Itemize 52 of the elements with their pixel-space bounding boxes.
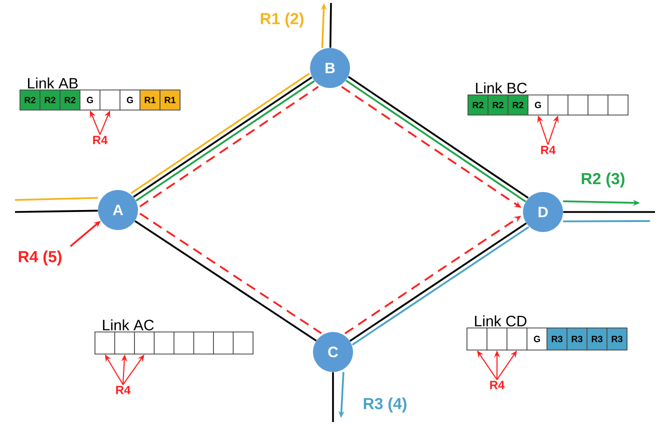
slot-cell: G xyxy=(526,328,548,350)
node-label: Link AB xyxy=(28,78,78,88)
node-label: Link CD xyxy=(475,315,526,326)
link-line xyxy=(139,212,322,334)
link-line xyxy=(332,372,334,422)
slot-cell xyxy=(100,90,120,110)
slot-cell: R2 xyxy=(468,94,488,116)
slot-cell xyxy=(213,332,234,354)
flow-label: R3 (4) xyxy=(364,398,406,412)
flow-label: R4 (5) xyxy=(18,250,62,266)
reservation-label: R4 xyxy=(93,136,108,144)
flow-label: R1 (2) xyxy=(260,12,304,28)
node-label: Link AC xyxy=(103,319,154,330)
slot-cell xyxy=(134,332,155,354)
slot-cell: R3 xyxy=(546,328,568,350)
slot-cell xyxy=(608,94,628,116)
slot-cell xyxy=(568,94,588,116)
slot-cell xyxy=(154,332,174,354)
slot-cell: G xyxy=(120,90,140,110)
slot-cell: R3 xyxy=(586,328,608,350)
slot-cell xyxy=(174,332,194,354)
slot-cell: R2 xyxy=(40,90,60,110)
link-line xyxy=(563,220,650,222)
link-line xyxy=(14,210,98,213)
slot-cell: R1 xyxy=(140,90,160,110)
slot-cell xyxy=(548,94,568,116)
slot-cell xyxy=(232,332,254,354)
reservation-label: R4 xyxy=(541,146,556,154)
slot-cell: G xyxy=(80,90,100,110)
reservation-label: R4 xyxy=(116,386,131,394)
slot-cell: R2 xyxy=(20,90,40,110)
node-label: Link BC xyxy=(476,82,527,94)
reservation-label: R4 xyxy=(490,380,505,390)
slot-cell: R2 xyxy=(488,94,508,116)
slot-cell xyxy=(588,94,608,116)
slot-cell: R2 xyxy=(60,90,80,110)
slot-cell: R3 xyxy=(606,328,628,350)
slot-cell: G xyxy=(528,94,548,116)
link-line xyxy=(329,2,332,48)
slot-cell xyxy=(486,328,508,350)
slot-cell: R2 xyxy=(508,94,528,116)
slot-cell xyxy=(193,332,214,354)
link-line xyxy=(14,196,98,201)
slot-cell xyxy=(94,332,116,354)
slot-cell xyxy=(114,332,135,354)
slot-cell: R3 xyxy=(566,328,588,350)
link-line xyxy=(134,220,317,342)
link-line xyxy=(563,211,655,213)
slot-cell: R1 xyxy=(160,90,180,110)
flow-label: R2 (3) xyxy=(582,172,624,188)
slot-cell xyxy=(506,328,528,350)
slot-cell xyxy=(466,328,488,350)
